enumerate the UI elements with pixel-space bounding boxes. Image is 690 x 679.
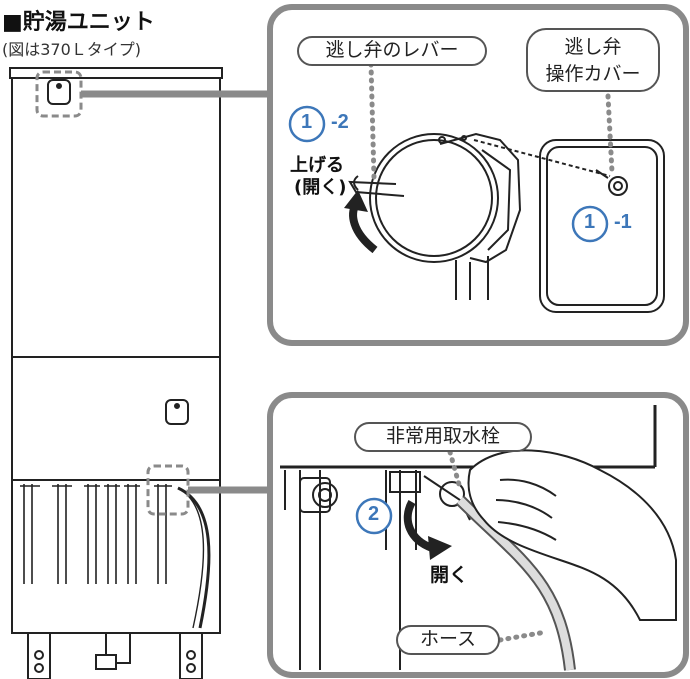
page-subtitle: (図は370Ｌタイプ) bbox=[2, 40, 142, 59]
emergency-tap-drawing bbox=[280, 405, 677, 671]
step-1-number-top: 1 bbox=[301, 111, 313, 133]
relief-valve-drawing bbox=[348, 132, 665, 313]
callout-relief-cover-line2: 操作カバー bbox=[545, 63, 641, 85]
callout-hose: ホース bbox=[396, 625, 500, 655]
step-1-number-cover: 1 bbox=[584, 211, 596, 233]
leader-lines-top bbox=[368, 61, 615, 181]
action-open: 開く bbox=[430, 564, 469, 586]
action-raise: 上げる (開く) bbox=[290, 155, 346, 199]
callout-relief-lever: 逃し弁のレバー bbox=[297, 36, 487, 66]
callout-emergency-tap: 非常用取水栓 bbox=[354, 422, 532, 452]
callout-relief-cover-line1: 逃し弁 bbox=[564, 36, 622, 58]
step-circle-bottom bbox=[355, 497, 393, 535]
step-1-sub-1: -1 bbox=[614, 211, 632, 233]
callout-relief-cover: 逃し弁 操作カバー bbox=[526, 28, 660, 92]
page-title: ■貯湯ユニット bbox=[2, 10, 155, 35]
step-1-sub-2: -2 bbox=[331, 111, 349, 133]
storage-tank-unit bbox=[9, 67, 223, 679]
connector-lines bbox=[81, 90, 272, 494]
action-raise-line2: (開く) bbox=[294, 177, 347, 198]
action-raise-line1: 上げる bbox=[290, 155, 344, 176]
step-2-number: 2 bbox=[368, 503, 380, 525]
leader-lines-bottom bbox=[447, 449, 549, 643]
raise-arrow bbox=[344, 190, 378, 254]
step-circles-top bbox=[288, 105, 609, 243]
open-arrow bbox=[403, 500, 452, 560]
